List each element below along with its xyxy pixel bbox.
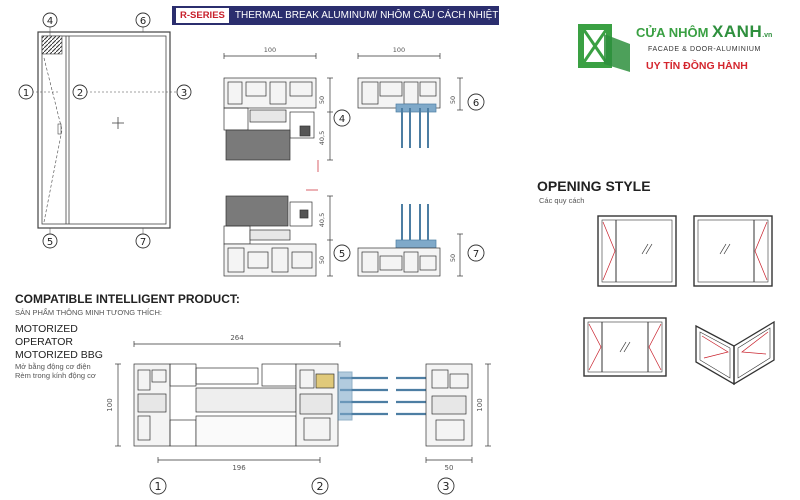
section-4: [223, 53, 333, 172]
motorized-vi-1: Mở bằng động cơ điện: [15, 362, 91, 371]
dim-50: 50: [445, 464, 454, 472]
glass-block: [225, 129, 291, 161]
motorized-list: MOTORIZED OPERATOR MOTORIZED BBG Mở bằng…: [15, 323, 103, 380]
dim-h40-4: 40,5: [318, 131, 326, 145]
brand-domain: .vn: [762, 32, 773, 39]
bottom-section-right: [425, 363, 491, 463]
glass-block: [225, 195, 289, 227]
section-marker-5: 5: [339, 249, 345, 260]
hatched-panel: [41, 35, 63, 55]
section-marker-4: 4: [339, 114, 345, 125]
dim-100-right: 100: [476, 398, 484, 411]
brand-name: CỬA NHÔM: [636, 25, 709, 40]
dim-264: 264: [230, 334, 244, 342]
marker-3: 3: [181, 88, 187, 99]
bottom-markers: [149, 477, 455, 495]
motorized-line-1: MOTORIZED: [15, 323, 78, 335]
dim-h50-6: 50: [449, 96, 457, 104]
marker-1: 1: [23, 88, 29, 99]
bottom-marker-2: 2: [317, 480, 324, 493]
marker-7: 7: [140, 237, 146, 248]
elevation-markers: [18, 12, 192, 249]
section-markers: [333, 93, 485, 262]
handle-icon: [57, 123, 62, 135]
section-5: [223, 189, 333, 277]
compatible-title: COMPATIBLE INTELLIGENT PRODUCT:: [15, 292, 240, 306]
brand-logo-text: CỬA NHÔM XANH.vn: [636, 22, 772, 42]
section-7: [357, 204, 463, 277]
opening-style-1: [597, 215, 677, 287]
opening-style-subtitle: Các quy cách: [539, 196, 585, 205]
opening-style-title: OPENING STYLE: [537, 178, 651, 194]
motorized-line-2: OPERATOR: [15, 336, 73, 348]
opening-style-2: [693, 215, 773, 287]
marker-5: 5: [47, 237, 53, 248]
bottom-section-left: [115, 341, 341, 463]
dim-h50-4: 50: [318, 96, 326, 104]
opening-style-3: [583, 317, 667, 377]
brand-name-big: XANH: [712, 22, 763, 41]
section-marker-7: 7: [473, 249, 479, 260]
dim-h40-5: 40,5: [318, 213, 326, 227]
motorized-line-3: MOTORIZED BBG: [15, 349, 103, 361]
marker-6: 6: [140, 16, 146, 27]
series-badge: R-SERIES: [176, 8, 229, 23]
dim-top-4: 100: [264, 46, 276, 54]
brand-slogan: UY TÍN ĐỒNG HÀNH: [646, 60, 748, 72]
series-header: R-SERIES THERMAL BREAK ALUMINUM/ NHÔM CẦ…: [172, 6, 499, 25]
dim-100-left: 100: [106, 398, 114, 411]
motorized-vi-2: Rèm trong kính động cơ: [15, 371, 96, 380]
section-marker-6: 6: [473, 98, 479, 109]
dim-h50-7: 50: [449, 254, 457, 262]
compatible-subtitle: SẢN PHẨM THÔNG MINH TƯƠNG THÍCH:: [15, 308, 163, 317]
brand-tagline: FACADE & DOOR-ALUMINIUM: [648, 46, 761, 53]
section-6: [357, 53, 463, 148]
logo-icon: [578, 24, 630, 72]
dim-h50-5: 50: [318, 256, 326, 264]
dim-top-6: 100: [393, 46, 405, 54]
bottom-marker-3: 3: [443, 480, 450, 493]
series-title: THERMAL BREAK ALUMINUM/ NHÔM CẦU CÁCH NH…: [234, 10, 499, 21]
door-elevation: [32, 26, 176, 234]
dim-196: 196: [232, 464, 246, 472]
bottom-marker-1: 1: [155, 480, 162, 493]
marker-2: 2: [77, 88, 83, 99]
marker-4: 4: [47, 16, 53, 27]
opening-style-4: [695, 320, 775, 386]
